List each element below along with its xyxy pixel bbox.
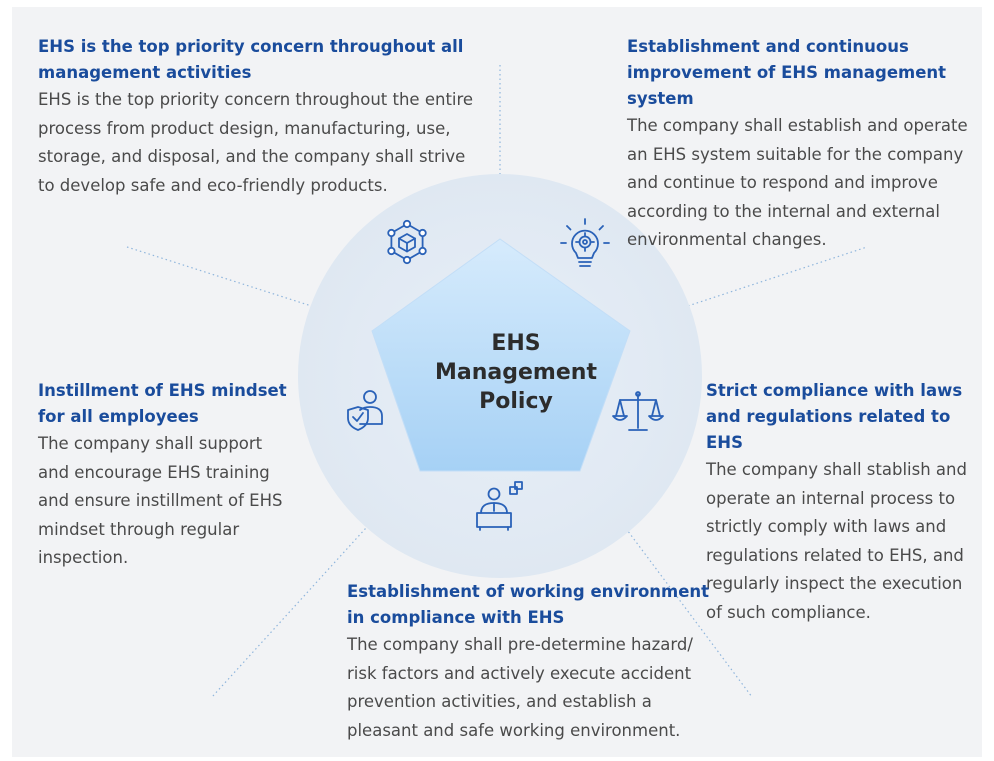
center-title-line-3: Policy xyxy=(479,389,553,414)
worker-desk-icon xyxy=(476,481,523,531)
policy-title-working-environment: Establishment of working environment in … xyxy=(347,582,710,627)
policy-block-working-environment: Establishment of working environment in … xyxy=(347,579,727,745)
policy-block-top-priority: EHS is the top priority concern througho… xyxy=(38,34,478,200)
center-title: EHS Management Policy xyxy=(404,329,628,416)
policy-block-legal-compliance: Strict compliance with laws and regulati… xyxy=(706,378,981,627)
policy-block-management-system: Establishment and continuous improvement… xyxy=(627,34,982,255)
connector-line-left xyxy=(126,246,378,328)
policy-body-legal-compliance: The company shall stablish and operate a… xyxy=(706,460,967,622)
policy-diagram xyxy=(126,62,868,698)
center-pentagon xyxy=(371,238,631,472)
policy-panel: EHS Management Policy EHS is the top pri… xyxy=(12,7,982,757)
scales-icon xyxy=(612,391,664,431)
policy-title-top-priority: EHS is the top priority concern througho… xyxy=(38,37,464,82)
product-cube-network-icon xyxy=(387,219,427,265)
center-title-line-2: Management xyxy=(435,360,597,385)
policy-body-employee-mindset: The company shall support and encourage … xyxy=(38,434,283,567)
policy-title-employee-mindset: Instillment of EHS mindset for all emplo… xyxy=(38,381,287,426)
policy-body-top-priority: EHS is the top priority concern througho… xyxy=(38,90,474,195)
policy-block-employee-mindset: Instillment of EHS mindset for all emplo… xyxy=(38,378,288,573)
connector-line-bottom-right xyxy=(579,466,753,698)
lightbulb-gear-icon xyxy=(560,218,610,267)
policy-body-working-environment: The company shall pre-determine hazard/ … xyxy=(347,635,693,740)
policy-title-management-system: Establishment and continuous improvement… xyxy=(627,37,947,108)
policy-body-management-system: The company shall establish and operate … xyxy=(627,116,968,249)
person-shield-check-icon xyxy=(347,390,383,431)
center-title-line-1: EHS xyxy=(491,331,541,356)
policy-title-legal-compliance: Strict compliance with laws and regulati… xyxy=(706,381,963,452)
